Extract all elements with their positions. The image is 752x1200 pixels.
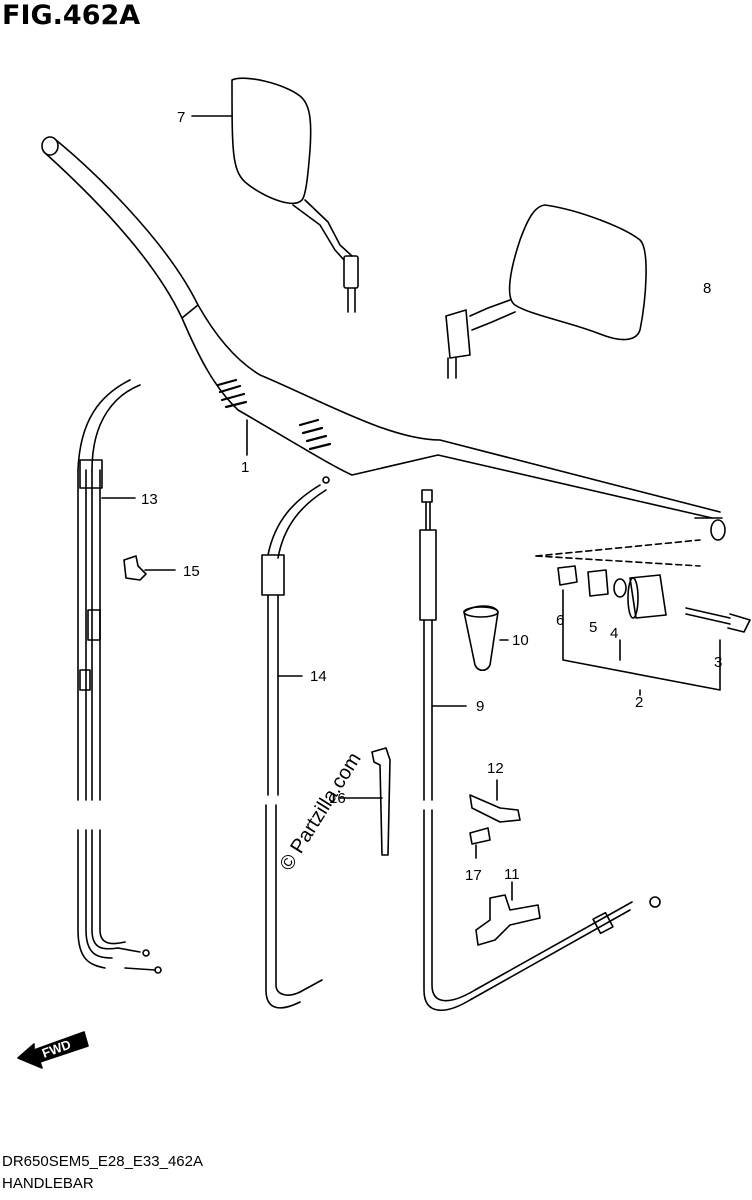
choke-cable-part[interactable] bbox=[261, 476, 330, 1009]
bracket-lower-part[interactable] bbox=[475, 894, 541, 946]
callout-13: 13 bbox=[141, 491, 158, 508]
clip-part[interactable] bbox=[123, 555, 147, 581]
cable-tie-part[interactable] bbox=[371, 747, 391, 856]
callout-7: 7 bbox=[177, 109, 185, 126]
watermark-text: © Partzilla.com bbox=[276, 749, 366, 875]
callout-11: 11 bbox=[504, 866, 520, 883]
throttle-cable-part[interactable] bbox=[77, 379, 162, 974]
callout-1: 1 bbox=[241, 459, 249, 476]
bracket-upper-part[interactable] bbox=[469, 794, 521, 823]
callout-2: 2 bbox=[635, 694, 643, 711]
callout-8: 8 bbox=[703, 280, 711, 297]
callout-14: 14 bbox=[310, 668, 327, 685]
callout-labels: 7 8 1 13 15 10 6 5 4 3 2 14 9 12 16 17 1… bbox=[141, 109, 722, 884]
bar-end-weight-part[interactable] bbox=[557, 565, 751, 691]
clutch-cable-part[interactable] bbox=[419, 489, 661, 1012]
bolt-part[interactable] bbox=[469, 827, 491, 845]
callout-16: 16 bbox=[329, 790, 346, 807]
callout-6: 6 bbox=[556, 612, 564, 629]
callout-4: 4 bbox=[610, 625, 618, 642]
figure-code: DR650SEM5_E28_E33_462A bbox=[2, 1153, 203, 1170]
mirror-left-part[interactable] bbox=[231, 77, 359, 313]
callout-5: 5 bbox=[589, 619, 597, 636]
callout-12: 12 bbox=[487, 760, 504, 777]
callout-10: 10 bbox=[512, 632, 529, 649]
cover-part[interactable] bbox=[463, 605, 499, 672]
mirror-right-part[interactable] bbox=[445, 204, 647, 379]
callout-3: 3 bbox=[714, 654, 722, 671]
handlebar-part[interactable] bbox=[41, 136, 726, 567]
section-name: HANDLEBAR bbox=[2, 1175, 94, 1192]
callout-9: 9 bbox=[476, 698, 484, 715]
fwd-direction-icon bbox=[17, 1031, 89, 1069]
figure-title: FIG.462A bbox=[2, 0, 141, 31]
callout-17: 17 bbox=[465, 867, 482, 884]
callout-15: 15 bbox=[183, 563, 200, 580]
